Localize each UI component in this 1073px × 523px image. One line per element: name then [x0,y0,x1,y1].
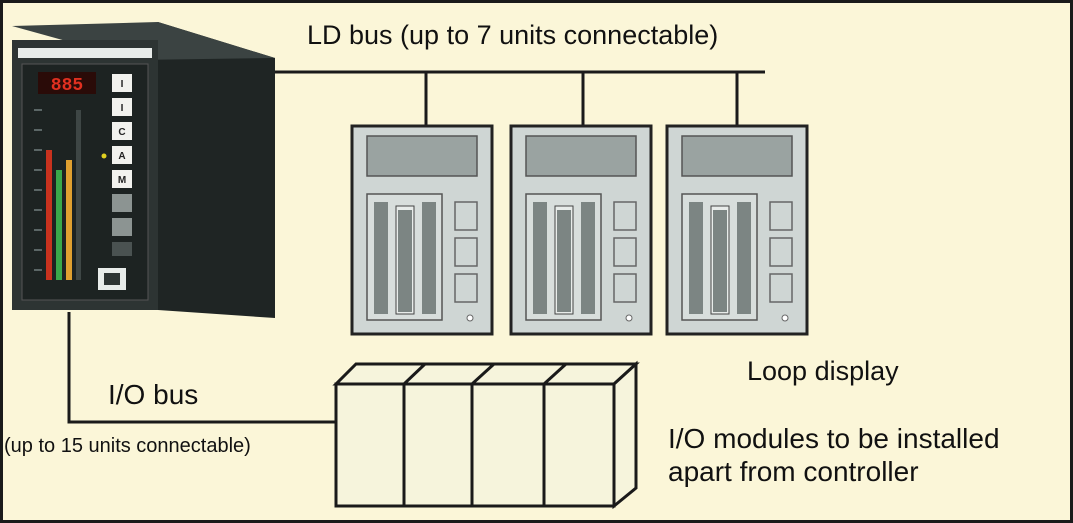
controller-button-2-label: I [121,103,124,114]
controller-button-8 [112,242,132,256]
controller-button-6 [112,194,132,212]
controller-buttons: I I C A M [112,74,132,256]
io-modules-label: I/O modules to be installed apart from c… [668,422,1000,488]
controller-bar-dim [76,110,81,280]
controller-button-2 [112,98,132,116]
controller-button-4 [112,146,132,164]
io-rack-side [612,360,638,510]
io-module-1 [334,382,406,508]
io-module-4 [542,382,616,508]
loop-display-label: Loop display [747,356,899,386]
io-modules-rack [332,360,640,510]
controller-button-3 [112,122,132,140]
controller-readout-panel [38,72,96,94]
controller-button-1-label: I [121,79,124,90]
loop-display-unit-3 [665,124,809,336]
controller-bar-green [56,170,62,280]
io-bus-label: I/O bus [108,379,199,410]
bus-lines [67,70,765,424]
controller-button-4-label: A [118,151,125,162]
ld-bus-label: LD bus (up to 7 units connectable) [307,20,719,50]
controller-button-5-label: M [118,175,126,186]
loop-display-unit-1 [350,124,494,336]
controller-readout: 885 [51,76,83,96]
controller-scale-ticks [34,109,42,271]
io-module-2 [402,382,474,508]
io-bus-line [67,312,336,424]
controller-button-5 [112,170,132,188]
controller-status-led [101,153,107,159]
controller-button-7 [112,218,132,236]
io-modules-label-line-1: I/O modules to be installed [668,423,1000,454]
controller-bar-orange [66,160,72,280]
loop-display-unit-2 [509,124,653,336]
controller-button-3-label: C [118,127,125,138]
controller-bar-red [46,150,52,280]
controller-button-1 [112,74,132,92]
io-bus-capacity-label: (up to 15 units connectable) [4,435,251,457]
controller-unit: 885 I I C A M [12,22,275,318]
io-rack-top [332,362,640,386]
io-module-3 [470,382,546,508]
io-modules-label-line-2: apart from controller [668,456,919,487]
